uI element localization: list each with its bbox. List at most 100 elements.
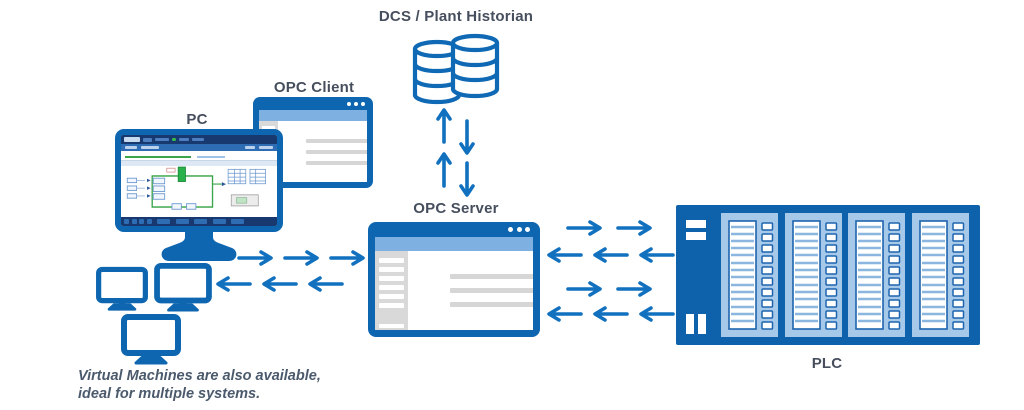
- taskbar-button: [124, 219, 129, 224]
- window-dot-icon: [354, 101, 358, 106]
- text-placeholder-line: [306, 160, 367, 165]
- vm-note: Virtual Machines are also available, ide…: [78, 367, 321, 403]
- arrow-up-icon: [436, 108, 452, 144]
- status-led-icon: [172, 137, 176, 142]
- opc-server-window: [368, 222, 540, 337]
- window-content: [375, 237, 533, 330]
- database-cylinders-icon: [412, 33, 500, 105]
- window-toolbar: [259, 110, 367, 121]
- plc-to-server-arrows: [545, 247, 675, 263]
- list-entry-line: [125, 156, 191, 158]
- server-to-pc-arrows: [214, 276, 344, 292]
- arrow-left-icon: [547, 247, 583, 263]
- dcs-label: DCS / Plant Historian: [378, 8, 534, 25]
- taskbar-button: [157, 219, 170, 224]
- window-main-area: [408, 251, 533, 330]
- opc-client-label: OPC Client: [273, 79, 355, 96]
- list-entry-line: [197, 156, 225, 158]
- window-main-area: [278, 121, 367, 182]
- titlebar-text: [191, 138, 204, 141]
- arrow-right-icon: [566, 220, 602, 236]
- arrow-right-icon: [616, 220, 652, 236]
- vm-monitor-icon: [96, 266, 148, 311]
- menu-item: [125, 146, 137, 149]
- sidebar-line: [379, 267, 404, 272]
- process-schematic-icon: [126, 166, 266, 210]
- titlebar-text: [155, 138, 169, 141]
- screen-titlebar: [121, 135, 277, 144]
- taskbar-button: [231, 219, 244, 224]
- arrow-left-icon: [547, 306, 583, 322]
- sidebar-line: [379, 258, 404, 263]
- menu-item: [245, 146, 255, 149]
- taskbar-button: [146, 219, 152, 224]
- window-dot-icon: [508, 227, 513, 232]
- window-titlebar: [253, 97, 373, 110]
- vm-note-line-2: ideal for multiple systems.: [78, 386, 261, 402]
- window-sidebar: [375, 251, 408, 330]
- sidebar-line: [262, 126, 275, 130]
- text-placeholder-line: [450, 274, 533, 279]
- plc-to-server-arrows: [545, 306, 675, 322]
- menu-item: [259, 146, 273, 149]
- app-logo: [124, 137, 140, 142]
- sidebar-line: [379, 285, 404, 290]
- titlebar-text: [178, 138, 189, 141]
- taskbar-button: [175, 219, 189, 224]
- window-dot-icon: [347, 101, 351, 106]
- arrow-left-icon: [216, 276, 252, 292]
- sidebar-line: [379, 276, 404, 281]
- screen-menubar: [121, 144, 277, 151]
- screen-taskbar: [121, 217, 277, 226]
- arrow-left-icon: [639, 306, 675, 322]
- pc-label: PC: [186, 111, 208, 128]
- arrow-right-icon: [237, 250, 273, 266]
- arrow-left-icon: [308, 276, 344, 292]
- sidebar-line: [379, 294, 404, 299]
- arrow-left-icon: [262, 276, 298, 292]
- arrow-left-icon: [593, 306, 629, 322]
- text-placeholder-line: [450, 302, 533, 307]
- screen-toolbar-strip: [121, 161, 277, 166]
- text-placeholder-line: [450, 288, 533, 293]
- arrow-right-icon: [566, 281, 602, 297]
- taskbar-button: [131, 219, 137, 224]
- arrow-up-icon: [436, 152, 452, 188]
- window-body: [375, 251, 533, 330]
- taskbar-button: [212, 219, 226, 224]
- sidebar-gap: [379, 312, 404, 319]
- pc-screen: [121, 135, 277, 226]
- plc-label: PLC: [811, 355, 843, 372]
- window-dot-icon: [361, 101, 365, 106]
- menu-item: [141, 146, 159, 149]
- arrow-right-icon: [616, 281, 652, 297]
- arrow-right-icon: [329, 250, 365, 266]
- monitor-stand-icon: [161, 230, 237, 261]
- window-dot-icon: [516, 227, 522, 232]
- vm-monitor-icon: [154, 262, 212, 312]
- vm-note-line-1: Virtual Machines are also available,: [78, 368, 321, 384]
- arrow-right-icon: [283, 250, 319, 266]
- vm-monitor-icon: [121, 314, 181, 365]
- arrow-left-icon: [639, 247, 675, 263]
- window-dot-icon: [525, 227, 530, 232]
- sidebar-line: [379, 323, 404, 328]
- opc-server-label: OPC Server: [413, 200, 499, 217]
- text-placeholder-line: [306, 138, 367, 143]
- server-to-plc-arrows: [566, 220, 654, 236]
- plc-rack-icon: [676, 205, 980, 345]
- window-titlebar: [368, 222, 540, 237]
- pc-to-server-arrows: [237, 250, 367, 266]
- window-toolbar: [375, 237, 533, 251]
- taskbar-button: [194, 219, 207, 224]
- screen-list-row: [121, 151, 277, 161]
- pc-monitor: [115, 129, 283, 232]
- taskbar-button: [139, 219, 144, 224]
- titlebar-chip: [143, 137, 152, 142]
- arrow-down-icon: [459, 161, 475, 197]
- arrow-down-icon: [459, 119, 475, 155]
- arrow-left-icon: [593, 247, 629, 263]
- server-to-plc-arrows: [566, 281, 654, 297]
- text-placeholder-line: [306, 149, 367, 154]
